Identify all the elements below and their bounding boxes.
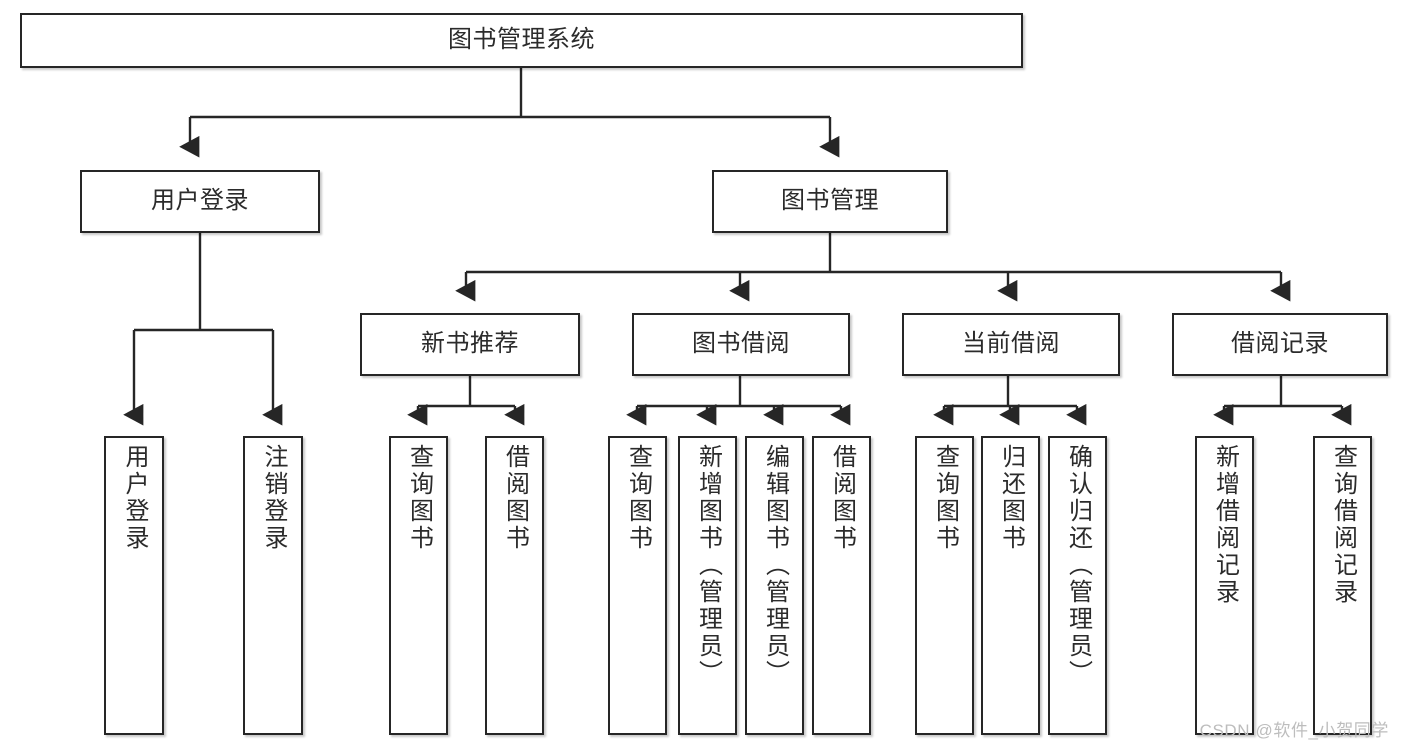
leaf-confirm-return-admin[interactable]: 确认归还（管理员） xyxy=(1048,436,1107,735)
node-label: 当前借阅 xyxy=(962,330,1060,358)
node-label: 确认归还（管理员） xyxy=(1064,444,1092,687)
node-label: 借阅记录 xyxy=(1231,330,1329,358)
node-label: 用户登录 xyxy=(151,187,249,215)
leaf-add-borrow-record[interactable]: 新增借阅记录 xyxy=(1195,436,1254,735)
node-label: 图书管理 xyxy=(781,187,879,215)
leaf-user-login[interactable]: 用户登录 xyxy=(104,436,164,735)
node-label: 注销登录 xyxy=(260,444,287,552)
node-label: 查询图书 xyxy=(931,444,959,552)
node-user-login[interactable]: 用户登录 xyxy=(80,170,320,233)
node-label: 新增借阅记录 xyxy=(1211,444,1239,606)
node-label: 归还图书 xyxy=(997,444,1025,552)
leaf-logout[interactable]: 注销登录 xyxy=(243,436,303,735)
node-borrow-record[interactable]: 借阅记录 xyxy=(1172,313,1388,376)
node-book-management[interactable]: 图书管理 xyxy=(712,170,948,233)
node-label: 新增图书（管理员） xyxy=(694,444,722,687)
node-label: 用户登录 xyxy=(121,444,148,552)
node-root-book-management-system[interactable]: 图书管理系统 xyxy=(20,13,1023,68)
leaf-query-book-borrow[interactable]: 查询图书 xyxy=(608,436,667,735)
node-label: 借阅图书 xyxy=(828,444,856,552)
node-current-borrow[interactable]: 当前借阅 xyxy=(902,313,1120,376)
leaf-edit-book-admin[interactable]: 编辑图书（管理员） xyxy=(745,436,804,735)
node-label: 查询借阅记录 xyxy=(1329,444,1357,606)
node-label: 图书管理系统 xyxy=(448,26,595,54)
node-new-book-recommend[interactable]: 新书推荐 xyxy=(360,313,580,376)
leaf-add-book-admin[interactable]: 新增图书（管理员） xyxy=(678,436,737,735)
leaf-query-book-current[interactable]: 查询图书 xyxy=(915,436,974,735)
leaf-borrow-book[interactable]: 借阅图书 xyxy=(812,436,871,735)
leaf-query-book-recommend[interactable]: 查询图书 xyxy=(389,436,448,735)
node-book-borrow[interactable]: 图书借阅 xyxy=(632,313,850,376)
node-label: 新书推荐 xyxy=(421,330,519,358)
leaf-query-borrow-record[interactable]: 查询借阅记录 xyxy=(1313,436,1372,735)
node-label: 图书借阅 xyxy=(692,330,790,358)
node-label: 借阅图书 xyxy=(501,444,529,552)
node-label: 查询图书 xyxy=(624,444,652,552)
leaf-return-book[interactable]: 归还图书 xyxy=(981,436,1040,735)
node-label: 编辑图书（管理员） xyxy=(761,444,789,687)
node-label: 查询图书 xyxy=(405,444,433,552)
leaf-borrow-book-recommend[interactable]: 借阅图书 xyxy=(485,436,544,735)
